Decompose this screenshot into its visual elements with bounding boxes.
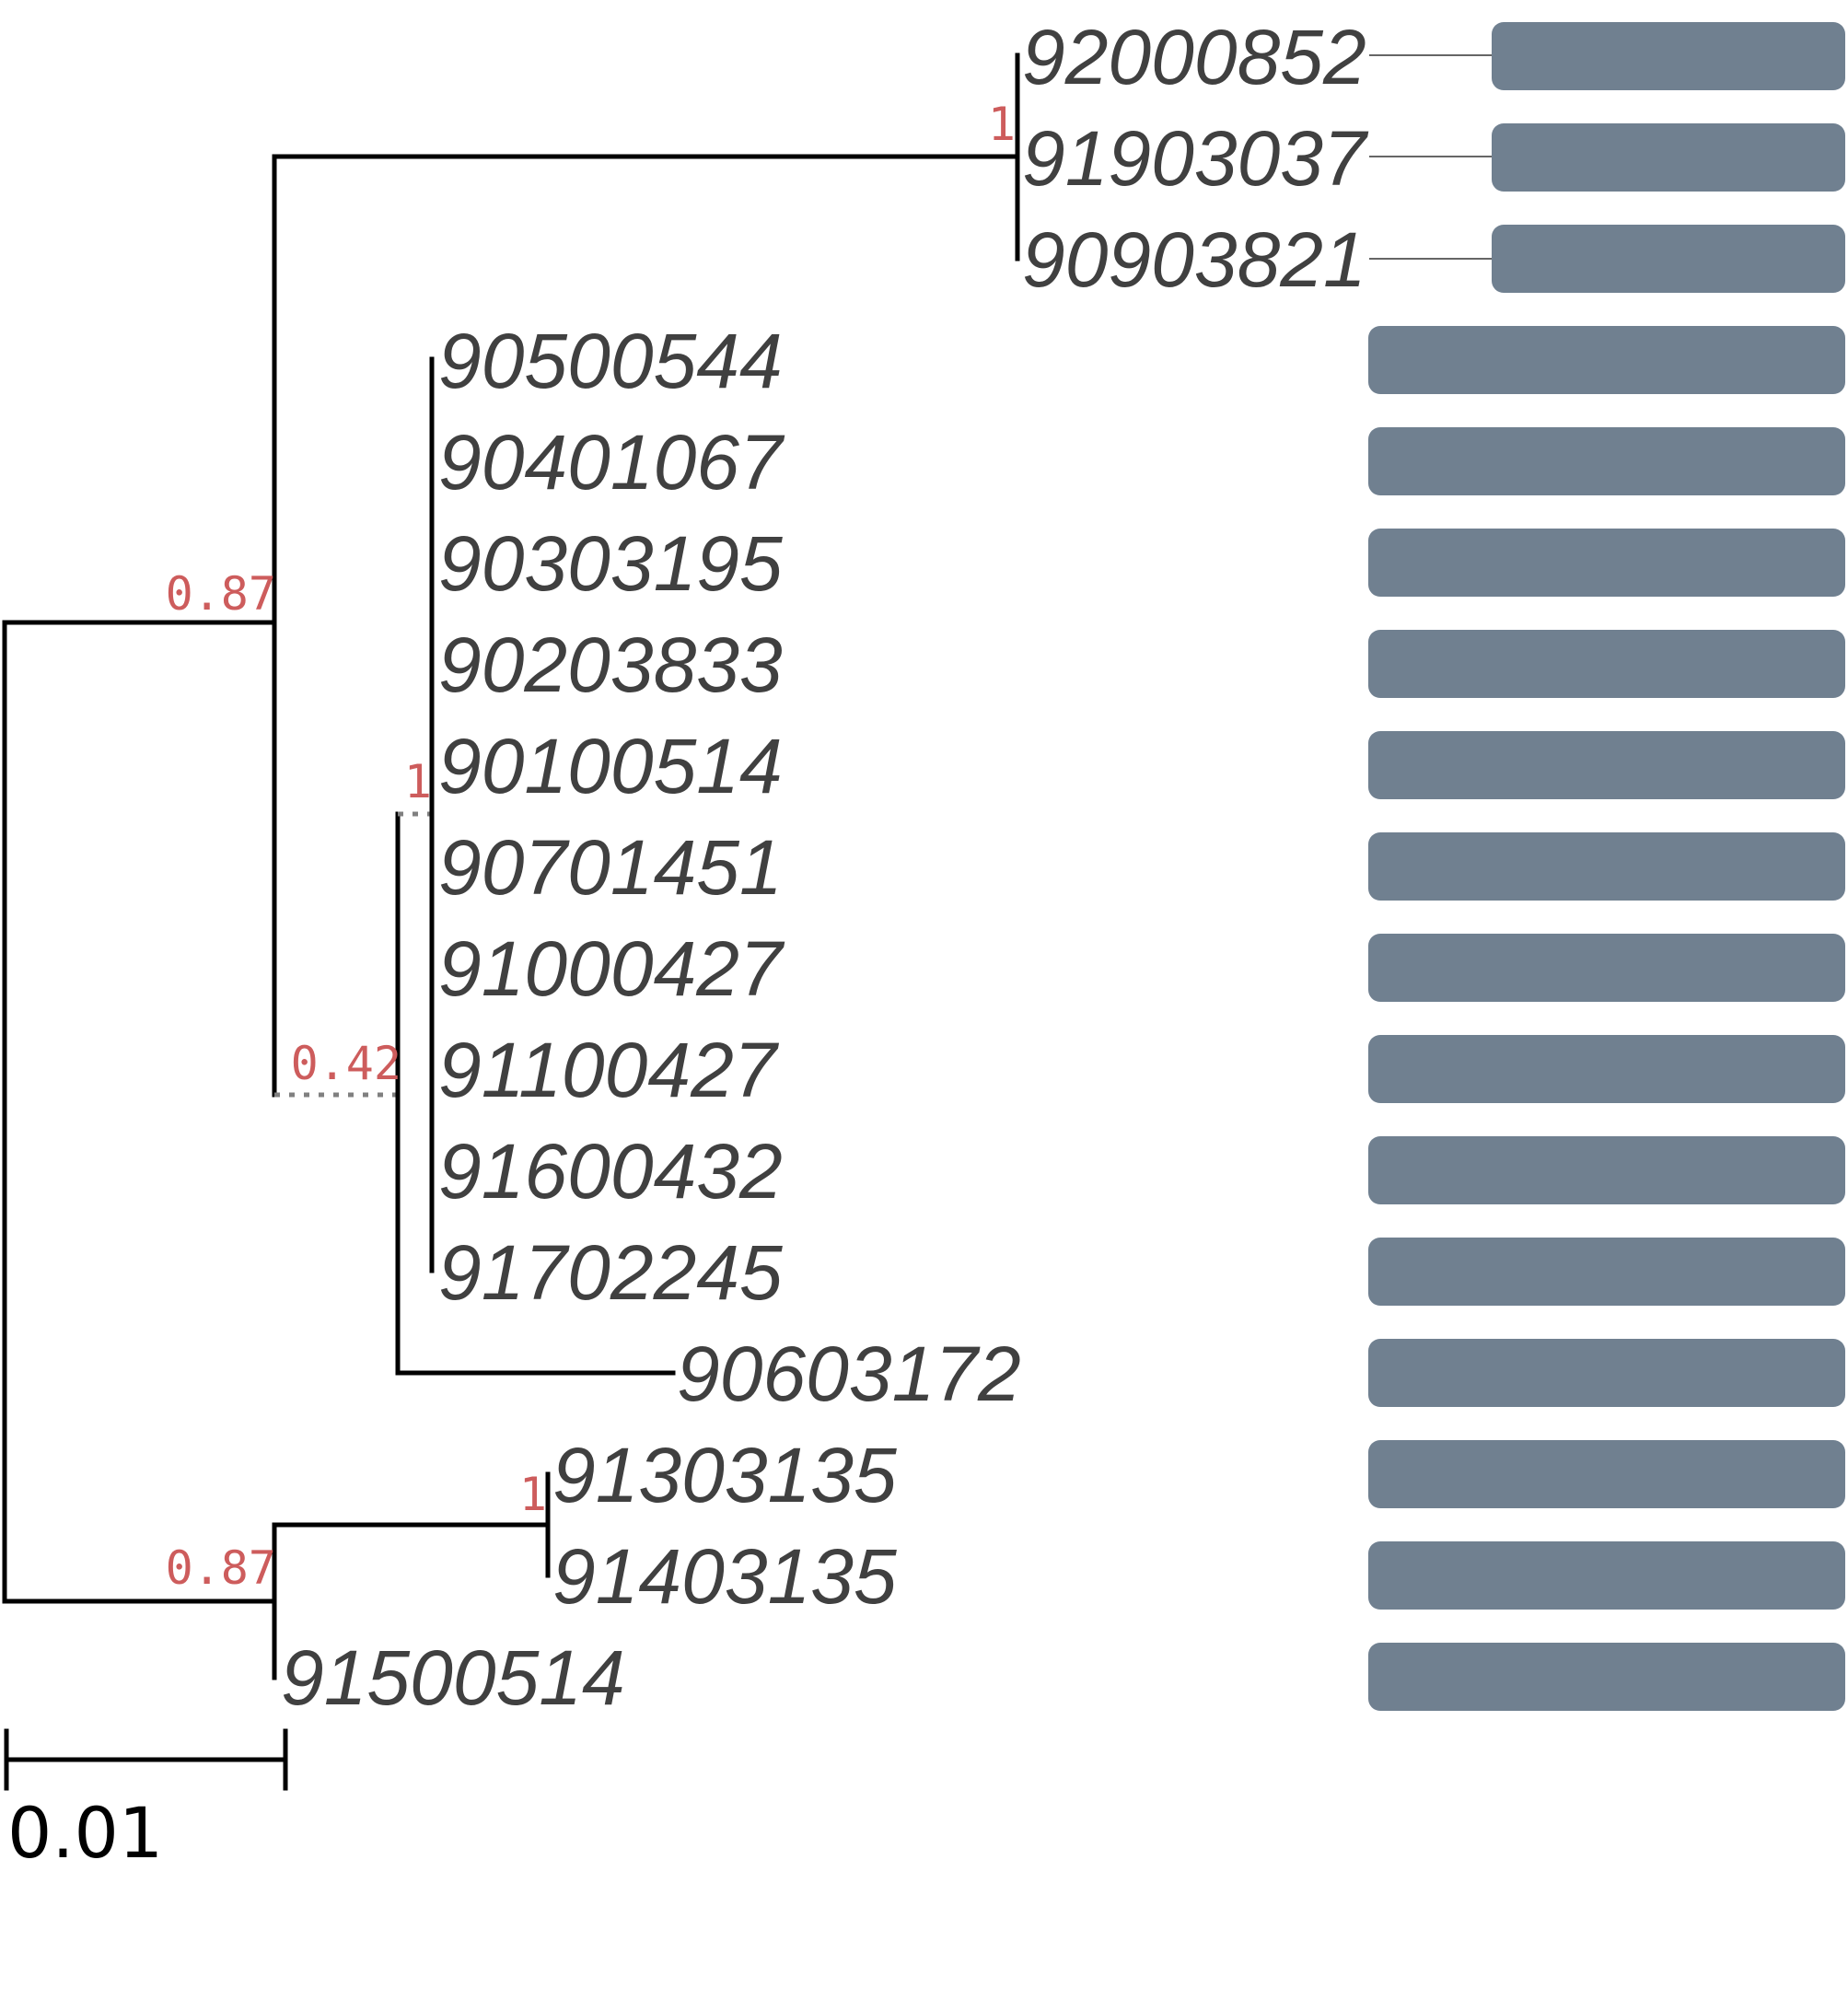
annotation-bar: [1368, 1136, 1845, 1204]
leaf-labels: 92000852 91903037 90903821 90500544 9040…: [281, 14, 1369, 1721]
leaf-label: 91702245: [438, 1229, 783, 1316]
leaf-label: 91303135: [552, 1432, 897, 1518]
annotation-bar: [1492, 22, 1845, 90]
leaf-label: 91100427: [438, 1027, 780, 1113]
leaf-label: 90903821: [1022, 216, 1366, 303]
annotation-bar: [1368, 1035, 1845, 1103]
leaf-label: 91000427: [438, 925, 785, 1012]
annotation-bar: [1368, 832, 1845, 901]
annotation-bar: [1368, 427, 1845, 495]
annotation-bar: [1368, 1440, 1845, 1508]
support-inner-clade: 1: [404, 755, 432, 808]
annotation-bar: [1368, 1339, 1845, 1407]
annotation-bar: [1368, 1238, 1845, 1306]
leaf-label: 90701451: [438, 824, 783, 911]
annotation-bar: [1368, 326, 1845, 394]
support-lower-pair: 1: [519, 1468, 547, 1521]
support-top-clade: 1: [988, 98, 1016, 151]
annotation-bar: [1368, 731, 1845, 799]
leaf-label: 90100514: [438, 723, 783, 809]
leaf-label: 91403135: [552, 1533, 897, 1620]
annotation-bars: [1368, 22, 1845, 1711]
annotation-bar: [1368, 630, 1845, 698]
leaf-label: 90203833: [438, 622, 783, 708]
scale-bar-label: 0.01: [7, 1792, 163, 1874]
leaf-label: 90303195: [438, 520, 783, 607]
leaf-label: 92000852: [1022, 14, 1366, 100]
support-upper-group: 0.87: [166, 567, 276, 621]
support-mid-group: 0.42: [291, 1037, 401, 1090]
tree-branches: [2, 52, 1020, 1680]
leaf-label: 90500544: [438, 318, 783, 404]
leaf-label: 91903037: [1022, 115, 1369, 202]
leaf-label: 91500514: [281, 1634, 625, 1721]
support-lower-group: 0.87: [166, 1541, 276, 1595]
leaf-label: 90401067: [438, 419, 785, 506]
leaf-label: 91600432: [438, 1128, 783, 1215]
leader-lines: [1369, 54, 1492, 260]
annotation-bar: [1368, 1643, 1845, 1711]
leaf-label: 90603172: [677, 1331, 1021, 1417]
annotation-bar: [1492, 225, 1845, 293]
support-values: 1 0.87 0.42 1 1 0.87: [166, 98, 1016, 1595]
annotation-bar: [1368, 934, 1845, 1002]
annotation-bar: [1368, 529, 1845, 597]
annotation-bar: [1368, 1541, 1845, 1610]
scale-bar: 0.01: [4, 1728, 288, 1874]
annotation-bar: [1492, 123, 1845, 192]
